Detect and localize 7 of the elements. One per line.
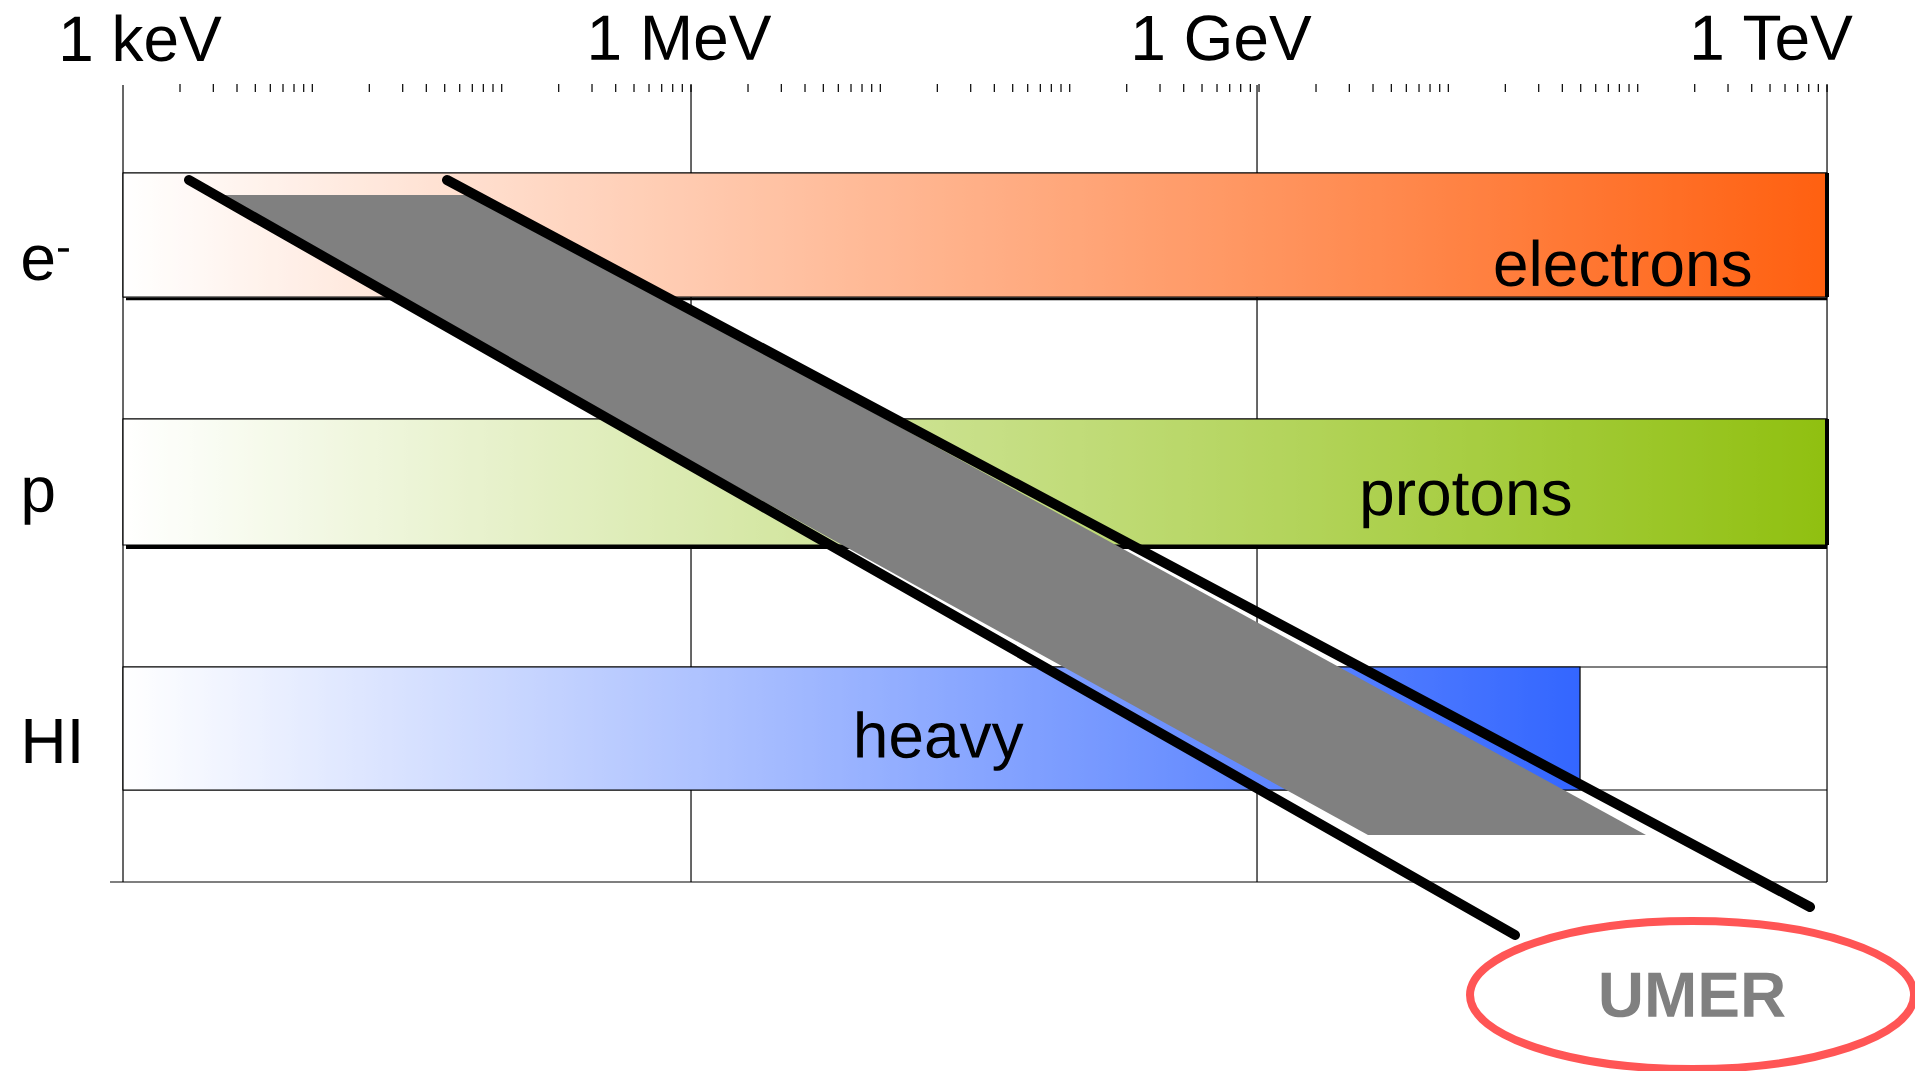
axis-label: 1 GeV <box>1135 15 1312 61</box>
row-label: p <box>24 477 54 525</box>
row-label: e$^{-}$ <box>23 245 69 281</box>
axis-label: 1 TeV <box>1694 15 1853 61</box>
axis-label: 1 keV <box>63 14 222 62</box>
row-label: HI <box>25 719 79 764</box>
axis-label: 1 MeV <box>591 15 772 61</box>
